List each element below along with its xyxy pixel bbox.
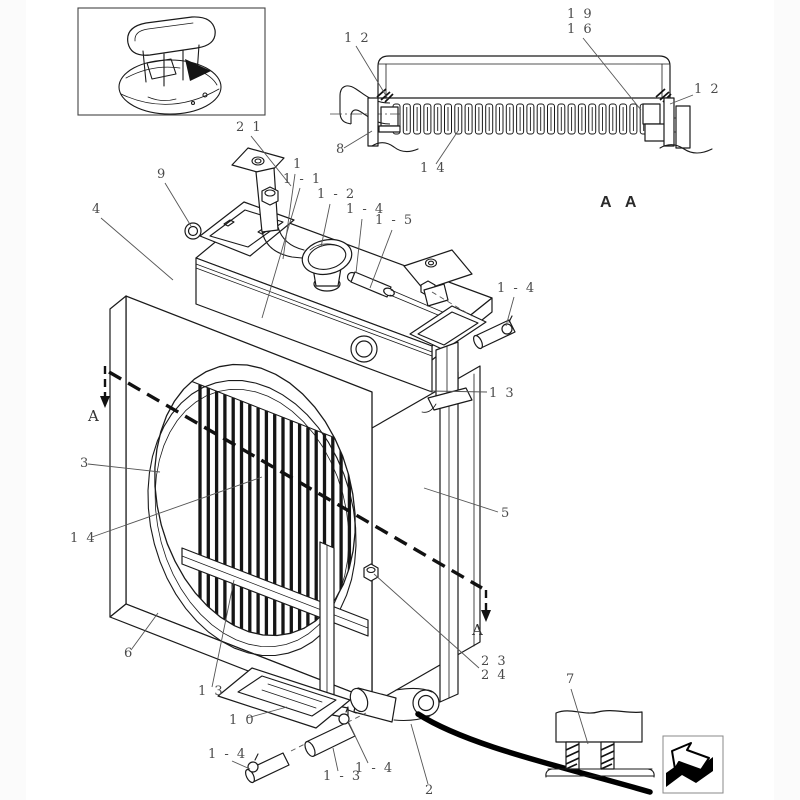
leader-line	[570, 688, 589, 745]
weld-hatch-left	[376, 88, 394, 103]
upper-bracket	[231, 147, 313, 260]
callout-label: 1 2	[694, 82, 721, 97]
right-bracket-plate	[663, 97, 675, 147]
callout-label: 2 3	[481, 654, 508, 669]
leader-line	[320, 203, 331, 248]
callout-label: 1 9	[567, 7, 594, 22]
leader-line	[87, 463, 161, 473]
section-top-tank	[377, 55, 671, 99]
leader-line	[343, 130, 373, 149]
callout-label: 1 - 4	[208, 747, 247, 762]
direction-arrow-icon	[662, 735, 724, 794]
callout-label: 1 3	[489, 386, 516, 401]
callout-label: 1 4	[420, 161, 447, 176]
callout-label: 2	[425, 783, 435, 798]
cross-section-view	[330, 55, 713, 154]
callout-label: 4	[92, 202, 102, 217]
mount-block	[555, 709, 643, 743]
radiator-assembly-view	[100, 147, 653, 795]
leader-line	[261, 187, 301, 319]
callout-label: 1	[293, 157, 303, 172]
shroud-left-band	[109, 295, 127, 618]
filler-cap	[301, 238, 353, 292]
break-line-right	[659, 144, 713, 154]
callout-label: 1 - 4	[355, 761, 394, 776]
leader-line	[231, 760, 251, 770]
callout-label: 1 3	[198, 684, 225, 699]
leader-line	[100, 217, 174, 281]
leader-line	[211, 579, 235, 688]
core-end-bracket	[642, 103, 661, 125]
leader-line	[423, 487, 499, 513]
leader-line	[582, 37, 642, 111]
leader-line	[246, 706, 288, 719]
leader-line	[669, 94, 694, 105]
callout-label: 5	[501, 506, 511, 521]
machine-location-inset	[77, 7, 266, 116]
leader-line	[369, 229, 393, 289]
leader-line	[505, 296, 515, 327]
leader-line	[282, 173, 296, 260]
callout-label: 1 4	[70, 531, 97, 546]
leader-line	[130, 612, 159, 651]
callout-label: 2 4	[481, 668, 508, 683]
mini-excavator-thumbnail	[118, 16, 222, 115]
leader-line	[91, 476, 263, 538]
leader-line	[250, 135, 292, 187]
break-line-left	[371, 142, 419, 153]
pipe-upper-right	[473, 315, 516, 350]
callout-label: 9	[157, 167, 167, 182]
radiator-location-mark	[185, 59, 211, 81]
callout-label: 7	[566, 672, 576, 687]
right-bracket-cluster	[403, 249, 487, 413]
section-line	[100, 366, 491, 622]
hose-piece-small	[245, 752, 290, 784]
callout-label: 1 6	[567, 22, 594, 37]
callout-label: 1 - 4	[497, 281, 536, 296]
leader-line	[332, 747, 339, 772]
callout-label: 1 - 3	[323, 769, 362, 784]
leader-line	[164, 182, 192, 227]
leader-line	[410, 723, 429, 785]
stud-hatch-left	[565, 743, 580, 770]
callout-label: 1 - 2	[317, 187, 356, 202]
outlet-hose	[349, 687, 653, 795]
callout-label: A	[471, 621, 483, 639]
callout-label: 2 1	[236, 120, 263, 135]
leader-line	[429, 390, 488, 393]
leader-line	[373, 573, 480, 669]
callout-label: 6	[124, 646, 134, 661]
mount-detail-view	[545, 709, 655, 778]
callout-label: 3	[80, 456, 90, 471]
callout-label: 1 0	[229, 713, 256, 728]
leader-line	[347, 720, 369, 764]
callout-label: 1 - 1	[283, 172, 322, 187]
left-bracket-plate	[367, 97, 379, 147]
section-core-fins	[392, 103, 648, 135]
callout-label: A	[87, 407, 99, 425]
callout-label: 1 - 4	[346, 202, 385, 217]
leader-line	[355, 45, 389, 100]
callout-label: 8	[336, 142, 346, 157]
callout-label: 1 - 5	[375, 213, 414, 228]
stud-hatch-right	[600, 743, 615, 770]
leader-line	[435, 130, 459, 165]
leader-line	[355, 218, 363, 274]
callout-label: 1 2	[344, 31, 371, 46]
callout-label: A A	[600, 194, 641, 211]
